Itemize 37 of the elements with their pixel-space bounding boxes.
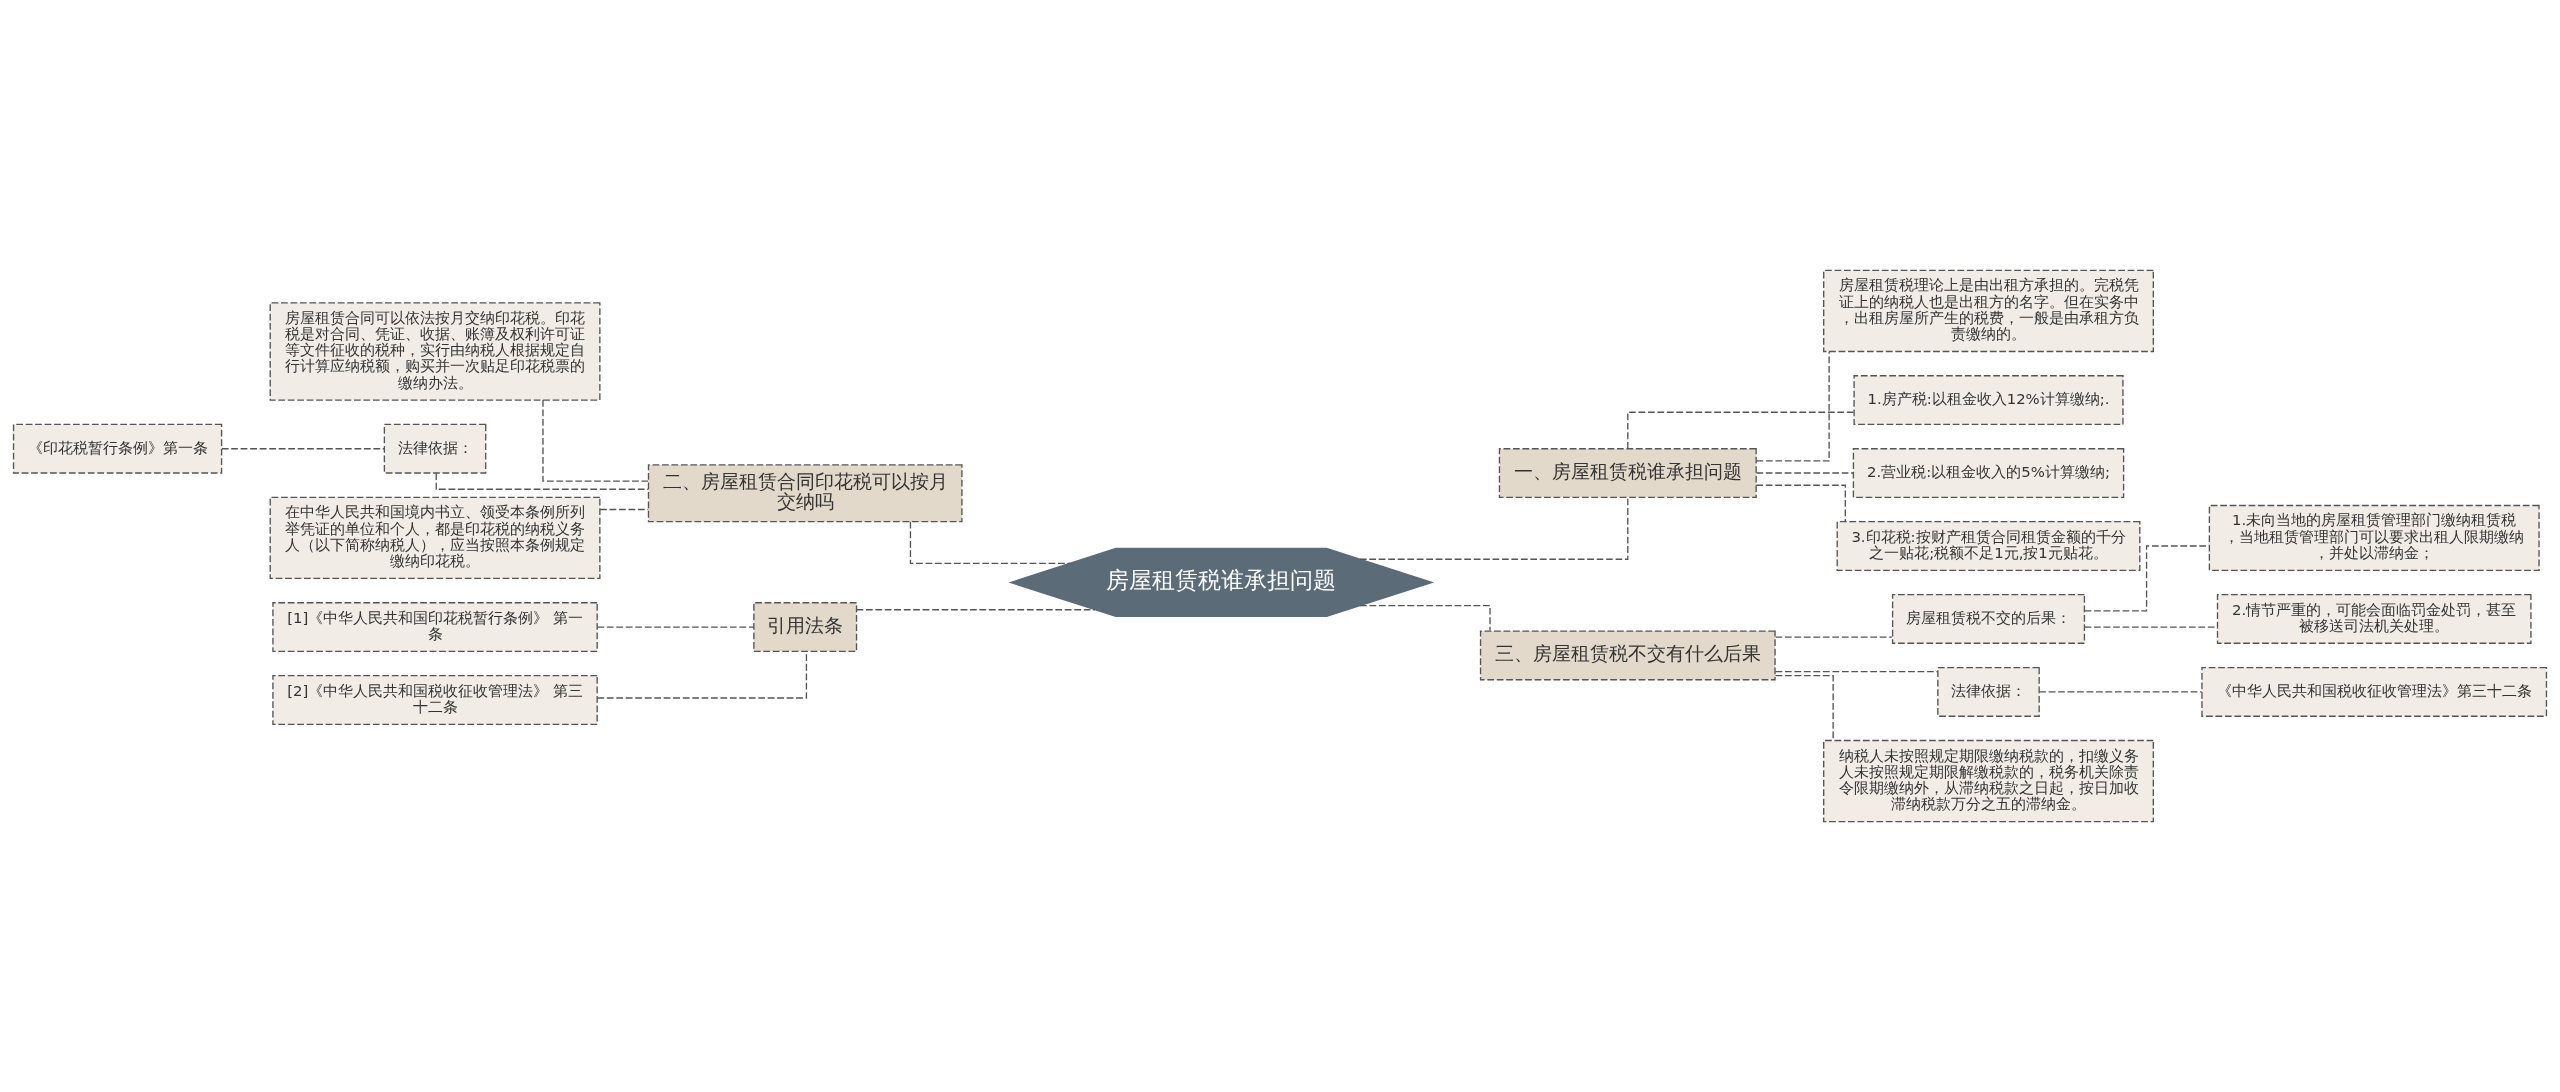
node-box: 纳税人未按照规定期限缴纳税款的，扣缴义务人未按照规定期限解缴税款的，税务机关除责令限期缴纳外，从滞纳税款之日起，按日加收滞纳税款万分之五的滞纳金。 — [1823, 739, 2154, 823]
connector — [221, 448, 385, 450]
node-box: 三、房屋租赁税不交有什么后果 — [1479, 630, 1776, 681]
connector — [1627, 411, 1855, 450]
connector — [2038, 691, 2203, 693]
node-box: [1]《中华人民共和国印花税暂行条例》 第一条 — [272, 602, 598, 653]
connector — [1774, 675, 1834, 741]
connector — [1755, 484, 1846, 523]
node-box: 房屋租赁税不交的后果： — [1891, 593, 2086, 644]
node-box: 2.营业税:以租金收入的5%计算缴纳; — [1852, 448, 2125, 499]
node-box: 3.印花税:按财产租赁合同租赁金额的千分之一贴花;税额不足1元,按1元贴花。 — [1836, 521, 2141, 571]
connector — [2084, 626, 2218, 628]
connector — [1755, 350, 1830, 462]
node-box: 法律依据： — [383, 423, 487, 474]
node-box: 法律依据： — [1937, 666, 2040, 717]
node-box: 《印花税暂行条例》第一条 — [12, 423, 223, 474]
node-box: 房屋租赁合同可以依法按月交纳印花税。印花税是对合同、凭证、收据、账簿及权利许可证等文件征收的税种，实行由纳税人根据规定自行计算应纳税额，购买并一次贴足印花税票的缴纳办法。 — [269, 302, 601, 401]
connector — [1755, 472, 1854, 474]
node-box: 一、房屋租赁税谁承担问题 — [1498, 448, 1757, 499]
connector — [435, 472, 649, 490]
node-box: 引用法条 — [753, 602, 858, 653]
connector — [909, 521, 1071, 565]
node-box: [2]《中华人民共和国税收征收管理法》 第三十二条 — [272, 675, 598, 725]
connector — [1359, 496, 1629, 560]
connector — [542, 399, 649, 482]
connector — [1774, 636, 1893, 638]
node-box: 2.情节严重的，可能会面临罚金处罚，甚至被移送司法机关处理。 — [2216, 593, 2532, 644]
connector — [599, 508, 649, 511]
node-box: 房屋租赁税理论上是由出租方承担的。完税凭证上的纳税人也是出租方的名字。但在实务中，出租房屋所产生的税费，一般是由承租方负责缴纳的。 — [1823, 269, 2154, 353]
node-box: 在中华人民共和国境内书立、领受本条例所列举凭证的单位和个人，都是印花税的纳税义务人（以下简称纳税人），应当按照本条例规定缴纳印花税。 — [269, 496, 601, 580]
node-box: 《中华人民共和国税收征收管理法》第三十二条 — [2201, 666, 2548, 717]
connector — [596, 626, 755, 628]
node-box: 1.未向当地的房屋租赁管理部门缴纳租赁税，当地租赁管理部门可以要求出租人限期缴纳，并处以滞纳金； — [2208, 504, 2540, 571]
connector — [855, 609, 1096, 611]
connector — [1774, 670, 1939, 673]
node-box: 1.房产税:以租金收入12%计算缴纳;. — [1853, 375, 2124, 426]
node-box: 二、房屋租赁合同印花税可以按月交纳吗 — [647, 464, 963, 523]
